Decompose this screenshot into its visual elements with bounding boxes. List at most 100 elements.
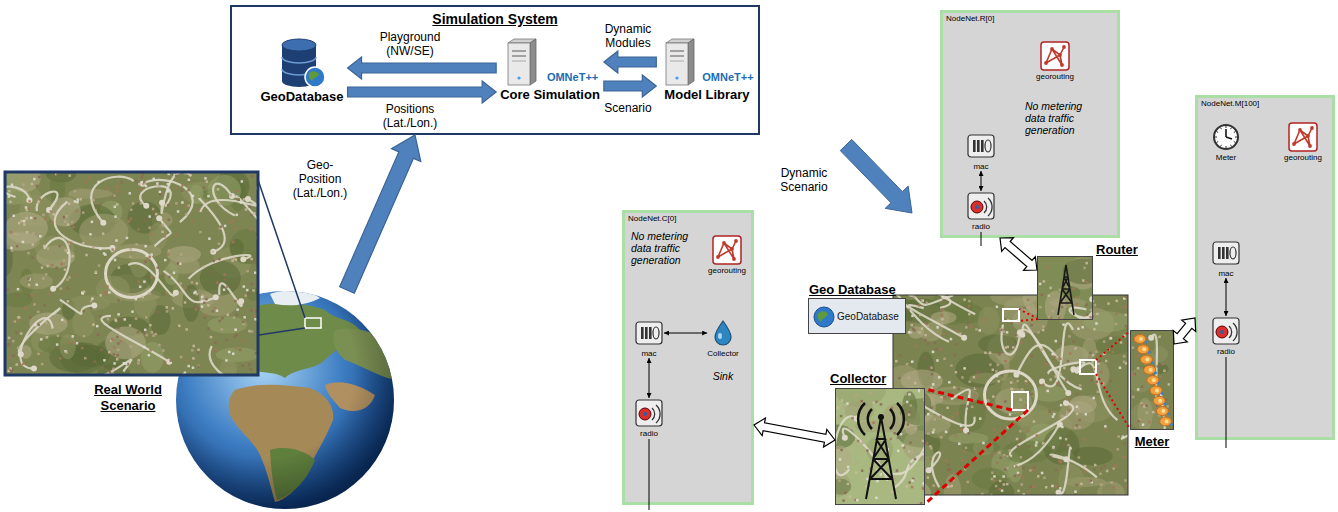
satellite-map-part-part (1037, 331, 1040, 334)
satellite-map-part-part (926, 420, 949, 438)
satellite-map-part-part (1110, 379, 1113, 382)
satellite-map-part-part (954, 354, 957, 357)
real-world-inset-part-part (76, 342, 79, 345)
real-world-inset-part-part (111, 264, 151, 294)
satellite-map-part-part (1026, 424, 1061, 455)
server-icon-part (512, 50, 526, 52)
role-label: Sink (713, 370, 733, 382)
satellite-map-part-part (969, 373, 1002, 384)
meter-photo-part (1144, 365, 1156, 374)
collector-photo-part-part (897, 450, 900, 453)
real-world-inset-part-part (189, 255, 251, 279)
meter-photo-part (1149, 368, 1153, 372)
satellite-map-part-part (914, 382, 917, 385)
satellite-map-part-part (1032, 469, 1035, 472)
real-world-inset-part-part (128, 220, 131, 223)
satellite-map-part-part (1103, 353, 1106, 356)
real-world-inset-part-part (185, 206, 188, 209)
real-world-inset-part-part (200, 199, 257, 212)
meter-photo-part (1139, 337, 1143, 341)
satellite-map-part-part (1073, 395, 1113, 423)
satellite-map-part-part (1025, 404, 1028, 407)
satellite-map-part-part (1085, 413, 1088, 416)
real-world-inset-part-part (71, 255, 74, 258)
satellite-map-part-part (1074, 490, 1077, 493)
satellite-map-part-part (1028, 445, 1031, 448)
real-world-inset-part-part (165, 292, 168, 295)
georouting-icon-part (718, 241, 736, 259)
real-world-inset-part-part (5, 187, 31, 204)
real-world-inset-part-part (90, 307, 93, 310)
satellite-map-part-part (933, 342, 936, 345)
real-world-inset-part-part (114, 259, 117, 262)
satellite-map-part-part (992, 369, 995, 372)
simulation-system-box: Simulation SystemGeoDatabaseOMNeT++Core … (230, 5, 760, 135)
satellite-map-part-part (917, 352, 934, 387)
satellite-map-part-part (1016, 329, 1068, 392)
satellite-map-part-part (919, 295, 976, 314)
collector-photo-part-part (911, 479, 914, 482)
collector-photo-part-part (880, 403, 883, 406)
collector-module: CollectorSink (707, 318, 739, 382)
queue-icon-part (649, 327, 652, 339)
real-world-inset-part-part (152, 212, 173, 228)
satellite-map-part-part (1004, 468, 1007, 471)
collector-photo-part-part (916, 503, 919, 504)
real-world-inset-part-part (126, 237, 129, 240)
real-world-inset-part-part (189, 185, 203, 205)
satellite-map-part-part (967, 410, 970, 413)
real-world-inset-part-part (242, 321, 245, 324)
satellite-map-part-part (973, 440, 994, 456)
real-world-inset-part-part (168, 256, 199, 274)
real-world-inset-part-part (20, 273, 53, 289)
real-world-inset-part-part (38, 336, 73, 353)
queue-icon-part (653, 327, 659, 339)
georouting-icon-part (1306, 134, 1310, 138)
collector-photo-part-part (911, 451, 914, 454)
real-world-inset-part-part (140, 202, 143, 205)
radio-wire (649, 439, 650, 510)
box-heading: Simulation System (232, 11, 758, 27)
note-text: No metering data traffic generation (631, 230, 699, 266)
satellite-map-part-part (1014, 475, 1017, 478)
label-holder: Scenario (598, 101, 658, 115)
satellite-map-part-part (1063, 456, 1069, 462)
real-world-inset-part-part (145, 254, 148, 257)
real-world-inset-part-part (44, 218, 47, 221)
collector-photo-part-part (861, 469, 864, 472)
satellite-map-part-part (942, 299, 945, 302)
satellite-map-part-part (958, 388, 961, 391)
real-world-inset-part-part (236, 308, 239, 311)
satellite-map-part-part (1023, 309, 1026, 312)
satellite-map-part-part (1048, 410, 1051, 413)
satellite-map-part-part (929, 458, 932, 461)
meter-photo-part (1148, 351, 1151, 354)
real-world-inset-part-part (232, 219, 235, 222)
satellite-map-part-part (1036, 434, 1039, 437)
satellite-map-part-part (999, 480, 1002, 483)
radio-icon-part (636, 400, 662, 426)
real-world-inset-part-part (104, 253, 107, 256)
satellite-map-part-part (967, 432, 970, 435)
real-world-inset-part-part (258, 288, 259, 291)
satellite-map-part-part (1123, 456, 1126, 459)
collector-photo-part-part (908, 411, 911, 414)
satellite-map-part-part (1100, 483, 1103, 486)
real-world-inset-part-part (57, 347, 60, 350)
satellite-map-part-part (1100, 371, 1103, 374)
georouting-icon (1040, 41, 1070, 71)
real-world-inset-part-part (68, 243, 71, 246)
module-label: radio (1217, 347, 1235, 356)
satellite-map-part-part (927, 367, 930, 370)
meter-marker (1080, 360, 1096, 374)
real-world-inset-part-part (63, 216, 66, 219)
satellite-map-part-part (1080, 359, 1083, 362)
real-world-inset-part-part (95, 271, 98, 274)
real-world-inset-part-part (95, 271, 98, 274)
satellite-map-part-part (1076, 413, 1079, 416)
real-world-inset-part-part (140, 188, 143, 191)
real-world-inset-part-part (68, 174, 71, 177)
satellite-map-part-part (943, 396, 946, 399)
real-world-inset-part-part (245, 208, 248, 211)
georouting-icon-part (713, 236, 741, 264)
